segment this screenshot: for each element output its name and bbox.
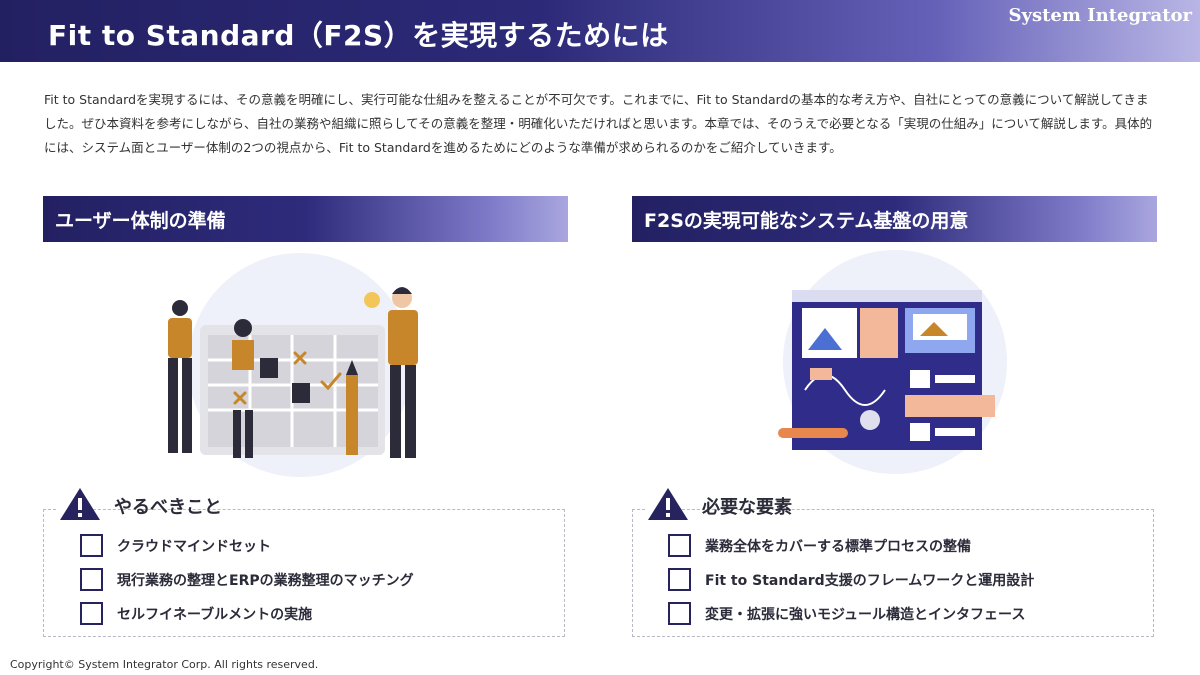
checklist-item-label: セルフイネーブルメントの実施: [117, 607, 313, 623]
empty-checkbox-icon[interactable]: [668, 534, 691, 557]
brand-logo-text: System Integrator: [1008, 5, 1192, 26]
page-title: Fit to Standard（F2S）を実現するためには: [48, 19, 669, 52]
warning-triangle-icon: [648, 488, 688, 520]
copyright-footer: Copyright© System Integrator Corp. All r…: [10, 658, 319, 671]
team-planning-illustration: [168, 253, 418, 477]
warning-triangle-icon: [60, 488, 100, 520]
checklist-item-label: 変更・拡張に強いモジュール構造とインタフェース: [705, 607, 1026, 623]
empty-checkbox-icon[interactable]: [80, 534, 103, 557]
section-title-system-platform: F2Sの実現可能なシステム基盤の用意: [644, 210, 969, 232]
checklist-item-label: クラウドマインドセット: [117, 539, 271, 555]
todo-panel: [43, 509, 565, 637]
header-banner: Fit to Standard（F2S）を実現するためには System Int…: [0, 0, 1200, 62]
requirements-panel-label: 必要な要素: [702, 497, 792, 518]
empty-checkbox-icon[interactable]: [80, 568, 103, 591]
section-title-user-structure: ユーザー体制の準備: [55, 210, 226, 232]
empty-checkbox-icon[interactable]: [668, 568, 691, 591]
section-bar-system-platform: F2Sの実現可能なシステム基盤の用意: [632, 196, 1157, 242]
section-bar-user-structure: ユーザー体制の準備: [43, 196, 568, 242]
empty-checkbox-icon[interactable]: [80, 602, 103, 625]
intro-paragraph: Fit to Standardを実現するには、その意義を明確にし、実行可能な仕組…: [44, 92, 1153, 155]
checklist-item-label: Fit to Standard支援のフレームワークと運用設計: [705, 573, 1035, 589]
requirements-panel-heading: 必要な要素: [646, 486, 792, 522]
todo-panel-heading: やるべきこと: [58, 486, 222, 522]
system-dashboard-illustration: [778, 250, 1007, 474]
requirements-panel: [632, 509, 1154, 637]
checklist-item-label: 現行業務の整理とERPの業務整理のマッチング: [117, 573, 414, 589]
todo-panel-label: やるべきこと: [114, 497, 222, 518]
checklist-item-label: 業務全体をカバーする標準プロセスの整備: [705, 539, 971, 555]
empty-checkbox-icon[interactable]: [668, 602, 691, 625]
